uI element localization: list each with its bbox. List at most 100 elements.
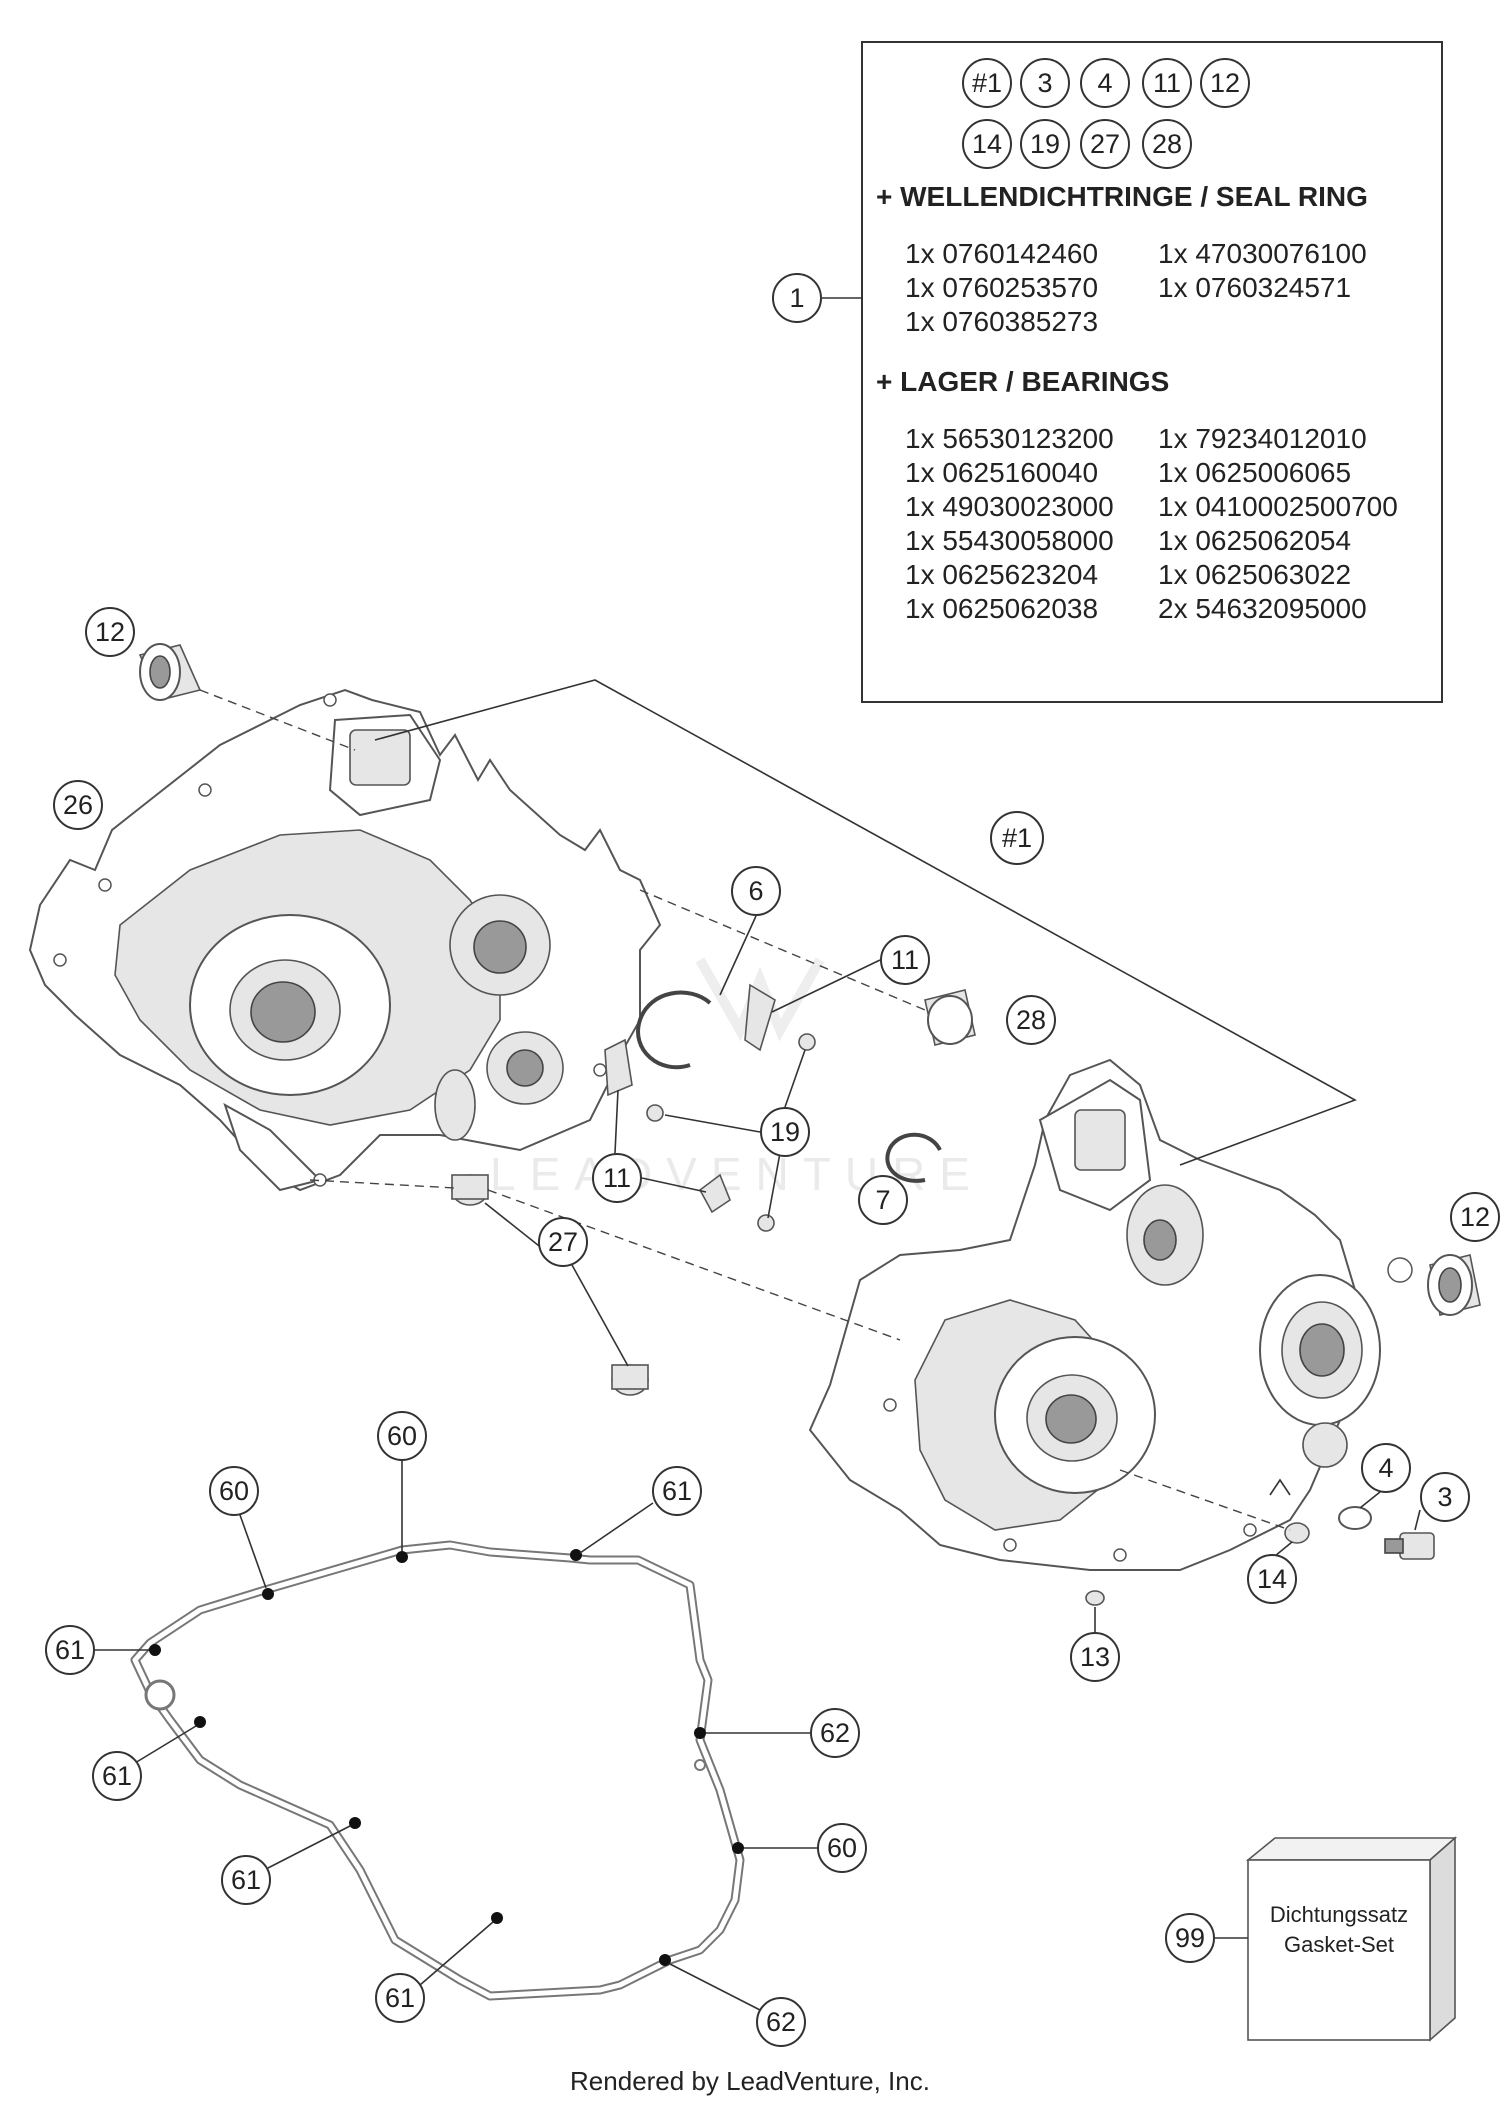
bearing-part-4b: 1x 0625062054 <box>1158 525 1351 556</box>
seal-ring-heading: + WELLENDICHTRINGE / SEAL RING <box>876 181 1368 212</box>
callout-61-lower-left-label: 61 <box>102 1761 132 1791</box>
callout-61-left-label: 61 <box>55 1635 85 1665</box>
callout-61-lower-mid[interactable]: 61 <box>221 1825 351 1905</box>
callout-4[interactable]: 4 <box>1359 1443 1411 1509</box>
parts-legend-box: #1 3 4 11 12 14 19 27 28 + WELLENDICHTRI… <box>772 41 1443 703</box>
legend-ref-row-1: #1 3 4 11 12 <box>962 58 1250 108</box>
callout-assembly-1[interactable]: #1 <box>990 811 1044 865</box>
callout-3[interactable]: 3 <box>1414 1472 1470 1531</box>
callout-61-left[interactable]: 61 <box>45 1625 149 1675</box>
callout-6-label: 6 <box>748 876 763 906</box>
gasket-dot-61e <box>491 1912 503 1924</box>
gasket-dot-61b <box>149 1644 161 1656</box>
bearing-part-1a: 1x 56530123200 <box>905 423 1114 454</box>
callout-14[interactable]: 14 <box>1247 1541 1297 1604</box>
callout-12-right[interactable]: 12 <box>1450 1192 1500 1242</box>
gasket-dot-60a <box>396 1551 408 1563</box>
callout-60-right-label: 60 <box>827 1833 857 1863</box>
callout-1-circle[interactable] <box>772 273 822 323</box>
callout-61-bottom[interactable]: 61 <box>375 1921 494 2023</box>
bearing-part-1b: 1x 79234012010 <box>1158 423 1367 454</box>
gasket-set-box[interactable]: Dichtungssatz Gasket-Set <box>1245 1836 1458 2042</box>
callout-3-label: 3 <box>1437 1482 1452 1512</box>
part-7-circlip[interactable] <box>885 1132 942 1183</box>
gasket-dot-60c <box>732 1842 744 1854</box>
bearing-part-2b: 1x 0625006065 <box>1158 457 1351 488</box>
bearing-part-6b: 2x 54632095000 <box>1158 593 1367 624</box>
part-27-dowel-upper[interactable] <box>451 1174 489 1206</box>
callout-26[interactable]: 26 <box>53 780 103 830</box>
legend-ref-1: #1 <box>972 68 1002 98</box>
callout-12-right-label: 12 <box>1460 1202 1490 1232</box>
watermark-text: LEADVENTURE <box>490 1148 984 1200</box>
seal-part-3a: 1x 0760385273 <box>905 306 1098 337</box>
part-3-drain-plug[interactable] <box>1384 1532 1435 1560</box>
bearing-part-4a: 1x 55430058000 <box>905 525 1114 556</box>
callout-61-lower-left[interactable]: 61 <box>92 1725 197 1801</box>
callout-14-label: 14 <box>1257 1564 1287 1594</box>
callout-61-top-right[interactable]: 61 <box>579 1466 702 1554</box>
legend-ref-27: 27 <box>1090 129 1120 159</box>
part-11-plate-left[interactable] <box>604 1038 633 1097</box>
callout-99[interactable]: 99 <box>1165 1913 1248 1963</box>
part-14-plug[interactable] <box>1284 1522 1310 1544</box>
callout-12-left-label: 12 <box>95 617 125 647</box>
legend-ref-3: 3 <box>1037 68 1052 98</box>
gasket-dot-61c <box>194 1716 206 1728</box>
legend-ref-14: 14 <box>972 129 1002 159</box>
callout-60-left[interactable]: 60 <box>209 1466 267 1589</box>
gasket-dot-62b <box>659 1954 671 1966</box>
part-28-sleeve[interactable] <box>924 989 976 1046</box>
part-11-plate-top[interactable] <box>744 983 776 1052</box>
seal-part-1b: 1x 47030076100 <box>1158 238 1367 269</box>
callout-12-left[interactable]: 12 <box>85 607 135 657</box>
part-27-dowel-lower[interactable] <box>611 1364 649 1396</box>
part-4-washer[interactable] <box>1338 1506 1372 1530</box>
seal-part-2a: 1x 0760253570 <box>905 272 1098 303</box>
part-12-right-sleeve[interactable] <box>1427 1254 1481 1316</box>
right-crankcase-half[interactable] <box>808 1058 1413 1571</box>
legend-ref-row-2: 14 19 27 28 <box>962 119 1192 169</box>
callout-61-lower-mid-label: 61 <box>231 1865 261 1895</box>
callout-60-top[interactable]: 60 <box>377 1411 427 1551</box>
part-19-screw-c[interactable] <box>757 1214 775 1232</box>
callout-11-bottom[interactable]: 11 <box>592 1089 707 1203</box>
gasket-dot-60b <box>262 1588 274 1600</box>
part-13-screw[interactable] <box>1085 1590 1105 1606</box>
part-19-screw-a[interactable] <box>646 1104 664 1122</box>
callout-11-top[interactable]: 11 <box>771 935 930 1013</box>
callout-99-label: 99 <box>1175 1923 1205 1953</box>
callout-7-label: 7 <box>875 1185 890 1215</box>
callout-19[interactable]: 19 <box>664 1049 810 1219</box>
part-6-circlip[interactable] <box>636 990 712 1070</box>
callout-26-label: 26 <box>63 790 93 820</box>
assembly-1-bracket <box>374 679 1357 1166</box>
callout-60-right[interactable]: 60 <box>744 1823 867 1873</box>
callout-62-right[interactable]: 62 <box>706 1708 860 1758</box>
callout-1-label: 1 <box>789 283 804 313</box>
footer-credit: Rendered by LeadVenture, Inc. <box>570 2066 930 2096</box>
callout-7[interactable]: 7 <box>858 1175 908 1225</box>
bearing-part-2a: 1x 0625160040 <box>905 457 1098 488</box>
gasket-set-line2: Gasket-Set <box>1284 1932 1394 1957</box>
legend-ref-28: 28 <box>1152 129 1182 159</box>
bearing-part-5b: 1x 0625063022 <box>1158 559 1351 590</box>
callout-62-bottom[interactable]: 62 <box>669 1963 806 2047</box>
callout-13[interactable]: 13 <box>1070 1607 1120 1682</box>
callout-62-bottom-label: 62 <box>766 2007 796 2037</box>
left-crankcase-half[interactable] <box>28 688 662 1192</box>
seal-part-1a: 1x 0760142460 <box>905 238 1098 269</box>
callout-61-top-right-label: 61 <box>662 1476 692 1506</box>
callout-6[interactable]: 6 <box>719 866 781 996</box>
part-11-plate-bottom[interactable] <box>698 1173 731 1214</box>
legend-ref-4: 4 <box>1097 68 1112 98</box>
callout-28[interactable]: 28 <box>1006 995 1056 1045</box>
callout-19-label: 19 <box>770 1117 800 1147</box>
callout-27[interactable]: 27 <box>484 1202 629 1367</box>
clutch-cover-gasket[interactable] <box>130 1540 745 2001</box>
part-19-screw-b[interactable] <box>798 1033 816 1051</box>
callout-27-label: 27 <box>548 1227 578 1257</box>
part-12-left-sleeve[interactable] <box>138 643 202 701</box>
callout-11-bottom-label: 11 <box>603 1163 631 1193</box>
